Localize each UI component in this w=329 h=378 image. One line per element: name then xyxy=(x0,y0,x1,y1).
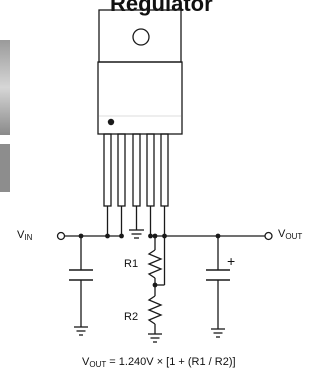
r2-label: R2 xyxy=(124,311,139,323)
input-capacitor xyxy=(69,236,93,336)
package-pins xyxy=(103,133,169,236)
vout-terminal xyxy=(264,231,273,241)
heatsink-tab xyxy=(98,9,182,63)
output-capacitor xyxy=(206,236,230,338)
resistor-r2 xyxy=(147,285,163,343)
adjust-feedback xyxy=(155,236,166,286)
vout-rail xyxy=(148,231,273,241)
heading-text: Regulator xyxy=(110,0,213,16)
r1-label: R1 xyxy=(124,258,139,270)
regulator-package xyxy=(97,9,183,236)
vin-label: VIN xyxy=(17,229,33,242)
vin-rail xyxy=(56,231,124,241)
vin-terminal xyxy=(56,231,66,241)
output-voltage-formula: VOUT = 1.240V × [1 + (R1 / R2)] xyxy=(82,356,236,369)
capacitor-polarity-plus: + xyxy=(227,253,236,269)
pin1-dot xyxy=(107,118,115,126)
mounting-hole xyxy=(132,28,150,46)
component-photo-fragment xyxy=(0,40,14,192)
resistor-r1 xyxy=(147,236,163,288)
vout-label: VOUT xyxy=(278,228,303,241)
ground-pin-symbol xyxy=(129,229,144,239)
